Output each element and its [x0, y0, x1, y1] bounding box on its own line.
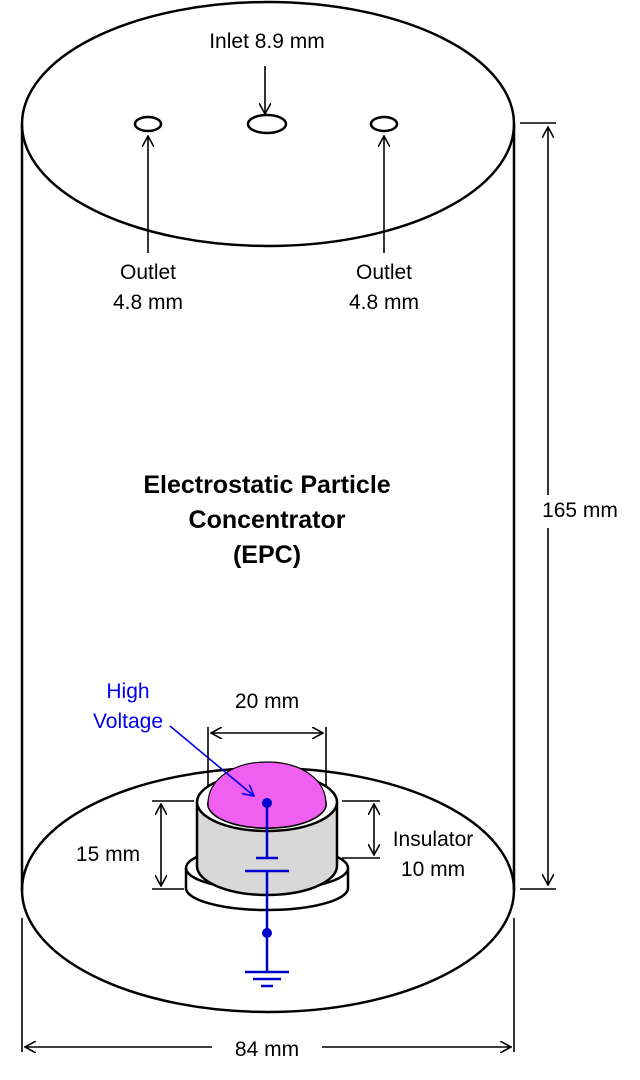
electrode-node [262, 798, 272, 808]
outlet-left-label-line2: 4.8 mm [113, 291, 183, 314]
title-line1: Electrostatic Particle [143, 471, 390, 499]
width-dimension: 84 mm [21, 918, 515, 1061]
title-line3: (EPC) [233, 541, 301, 569]
electrode-height-label: 15 mm [76, 843, 140, 866]
ground-node [262, 928, 272, 938]
high-voltage-label-line1: High [106, 680, 149, 703]
outlet-left-label-line1: Outlet [120, 261, 176, 284]
outlet-port-right [369, 115, 399, 133]
title-line2: Concentrator [189, 506, 346, 534]
ports [133, 113, 399, 135]
insulator-dimension: Insulator 10 mm [342, 800, 474, 881]
outlet-right-label-line2: 4.8 mm [349, 291, 419, 314]
insulator-label-line2: 10 mm [401, 858, 465, 881]
high-voltage-arrow [169, 725, 254, 796]
high-voltage-label-line2: Voltage [93, 710, 163, 733]
electrode-width-label: 20 mm [235, 690, 299, 713]
width-label: 84 mm [235, 1038, 299, 1061]
electrode-dome [207, 761, 327, 829]
high-voltage-circuit [245, 798, 289, 988]
electrode-height-dimension: 15 mm [76, 800, 194, 890]
inlet-port [246, 113, 288, 135]
height-dimension: 165 mm [520, 122, 618, 890]
outlet-port-left [133, 115, 163, 133]
outlet-right-label-line1: Outlet [356, 261, 412, 284]
inlet-label: Inlet 8.9 mm [209, 30, 325, 53]
height-label: 165 mm [542, 499, 618, 522]
insulator-label-line1: Insulator [393, 828, 474, 851]
cylinder-top-ellipse [20, 0, 516, 248]
electrode-width-dimension: 20 mm [207, 690, 327, 786]
